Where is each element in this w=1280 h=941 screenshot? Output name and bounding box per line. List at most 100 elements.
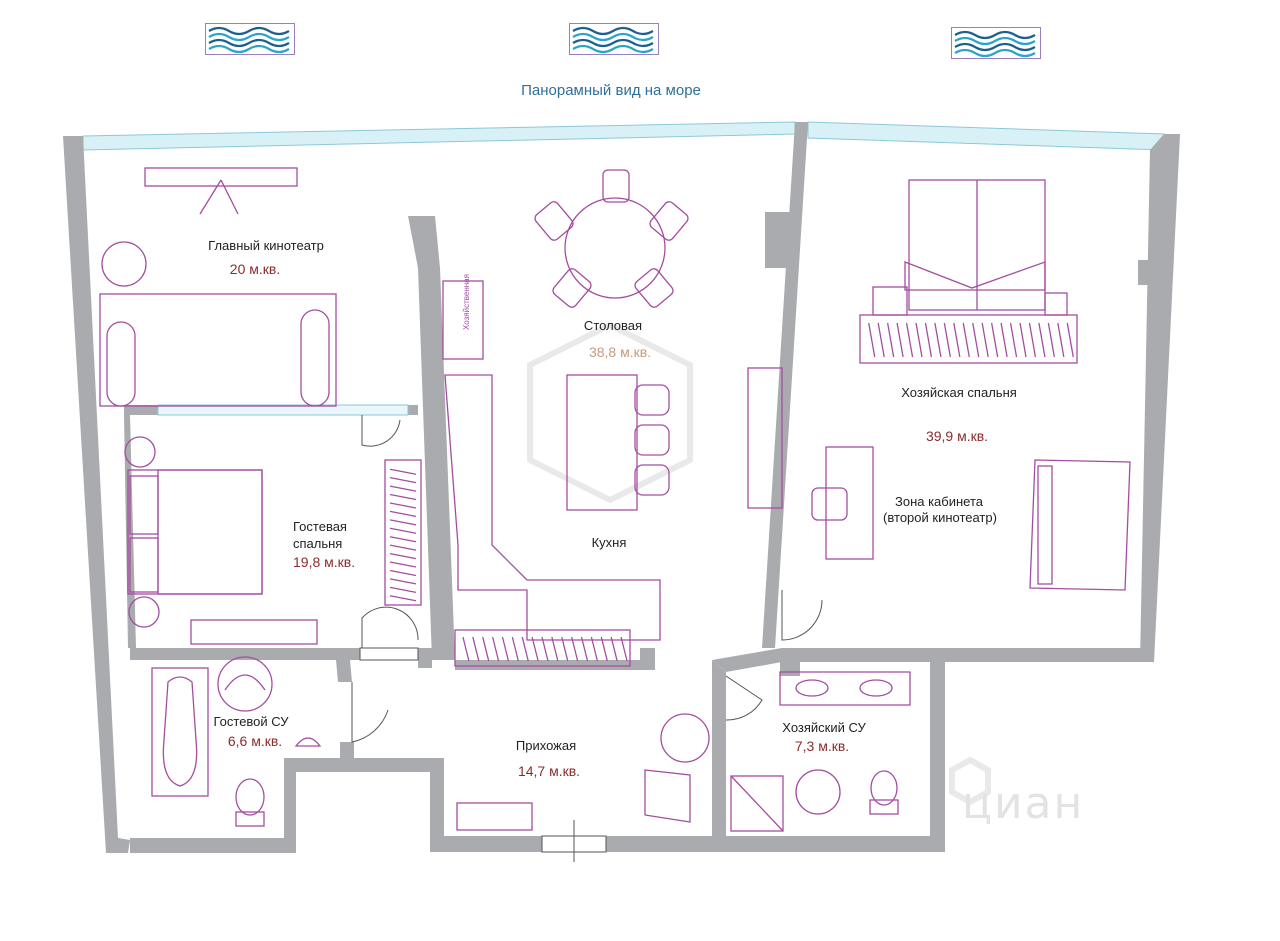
round-table bbox=[101, 241, 147, 287]
armrest bbox=[300, 309, 330, 407]
room-name-dining: Столовая bbox=[583, 318, 643, 333]
bathtub bbox=[151, 667, 209, 797]
hatch-line bbox=[491, 636, 500, 662]
hatch-line bbox=[580, 636, 589, 662]
room-name-guest-bedroom-line2: спальня bbox=[293, 536, 343, 551]
hatch-line bbox=[924, 322, 933, 358]
dresser bbox=[190, 619, 318, 645]
hatch-line bbox=[1009, 322, 1018, 358]
hatch-line bbox=[482, 636, 490, 662]
room-area-guest-bath: 6,6 м.кв. bbox=[227, 733, 283, 749]
toilet bbox=[870, 770, 898, 806]
sea-wave-icon bbox=[205, 23, 295, 55]
master-bedroom-furniture bbox=[811, 179, 1131, 591]
sideboard bbox=[747, 367, 783, 509]
sea-wave-icon bbox=[569, 23, 659, 55]
hatch-line bbox=[953, 322, 961, 358]
sea-view-caption: Панорамный вид на море bbox=[521, 82, 701, 99]
armchair-sofa bbox=[1029, 459, 1131, 591]
hatch-line bbox=[541, 636, 549, 662]
armrest bbox=[106, 321, 136, 407]
master-bath-fixtures bbox=[730, 671, 911, 832]
hatch-line bbox=[389, 595, 417, 602]
home-theater-furniture bbox=[99, 167, 337, 407]
hatch-line bbox=[389, 527, 417, 534]
shower bbox=[730, 775, 784, 832]
shell-sink bbox=[217, 656, 273, 712]
hatch-line bbox=[1038, 322, 1046, 358]
zone-name-study-line1: Зона кабинета bbox=[894, 494, 984, 509]
hatch-line bbox=[389, 569, 417, 577]
round-table bbox=[660, 713, 710, 763]
bidet bbox=[294, 737, 322, 747]
hatch-line bbox=[896, 322, 904, 358]
hatch-line bbox=[561, 636, 569, 662]
room-area-dining: 38,8 м.кв. bbox=[588, 344, 652, 360]
hatch-line bbox=[1019, 322, 1027, 358]
hatch-line bbox=[590, 636, 599, 662]
bench bbox=[456, 802, 533, 831]
hatch-line bbox=[868, 322, 876, 358]
hatch-line bbox=[1028, 322, 1037, 358]
hatch-line bbox=[1066, 322, 1074, 358]
hatch-line bbox=[389, 477, 417, 484]
hatch-line bbox=[389, 519, 417, 526]
hatch-line bbox=[551, 636, 559, 662]
hatch-line bbox=[1057, 322, 1065, 358]
room-area-hallway: 14,7 м.кв. bbox=[517, 763, 581, 779]
hatch-line bbox=[462, 636, 470, 662]
hatch-line bbox=[571, 636, 579, 662]
storage-cabinet-label: Хозяйственная bbox=[462, 274, 471, 330]
round-pouf bbox=[795, 769, 841, 815]
hatch-line bbox=[610, 636, 618, 662]
kitchen-island bbox=[566, 374, 670, 511]
tv-console bbox=[144, 167, 298, 187]
hatch-line bbox=[620, 636, 628, 662]
panoramic-window bbox=[807, 121, 1165, 151]
room-name-master-bath: Хозяйский СУ bbox=[782, 720, 866, 735]
room-area-master-bedroom: 39,9 м.кв. bbox=[925, 428, 989, 444]
hatch-line bbox=[389, 536, 417, 543]
hatch-line bbox=[972, 322, 980, 358]
room-area-guest-bedroom: 19,8 м.кв. bbox=[293, 554, 356, 570]
wardrobe bbox=[384, 459, 422, 606]
hatch-line bbox=[501, 636, 510, 662]
hallway-furniture bbox=[456, 713, 710, 831]
room-area-master-bath: 7,3 м.кв. bbox=[794, 738, 850, 754]
hatch-line bbox=[600, 636, 608, 662]
hatch-line bbox=[531, 636, 539, 662]
room-name-master-bedroom: Хозяйская спальня bbox=[901, 385, 1017, 400]
room-name-guest-bedroom-line1: Гостевая bbox=[293, 519, 347, 534]
sofa bbox=[99, 293, 337, 407]
hatch-line bbox=[472, 636, 480, 662]
hatch-line bbox=[943, 322, 952, 358]
hatch-line bbox=[389, 493, 417, 501]
toilet bbox=[235, 811, 265, 827]
doors bbox=[351, 415, 823, 743]
watermark-hexagon bbox=[527, 321, 693, 504]
hatch-line bbox=[389, 468, 417, 475]
office-chair bbox=[811, 487, 848, 521]
bench bbox=[859, 314, 1078, 364]
hatch-line bbox=[389, 485, 417, 492]
room-area-home-theater: 20 м.кв. bbox=[229, 261, 281, 277]
armchair bbox=[644, 769, 691, 823]
glass-partition bbox=[157, 404, 409, 416]
door-opening bbox=[359, 647, 419, 661]
zone-name-study-line2: (второй кинотеатр) bbox=[883, 510, 997, 525]
watermark-brand: циан bbox=[962, 778, 1085, 829]
hatch-line bbox=[915, 322, 923, 358]
hatch-line bbox=[389, 586, 417, 593]
hatch-line bbox=[389, 561, 417, 568]
watermark-hexagon bbox=[949, 756, 991, 806]
walls bbox=[63, 122, 1180, 853]
hatch-line bbox=[389, 510, 417, 518]
double-bed bbox=[127, 469, 263, 595]
room-name-guest-bath: Гостевой СУ bbox=[213, 714, 289, 729]
room-name-hallway: Прихожая bbox=[515, 738, 577, 753]
guest-bedroom-furniture bbox=[124, 436, 422, 645]
room-name-kitchen: Кухня bbox=[591, 535, 627, 550]
sea-wave-icon bbox=[951, 27, 1041, 59]
hatch-line bbox=[981, 322, 989, 358]
